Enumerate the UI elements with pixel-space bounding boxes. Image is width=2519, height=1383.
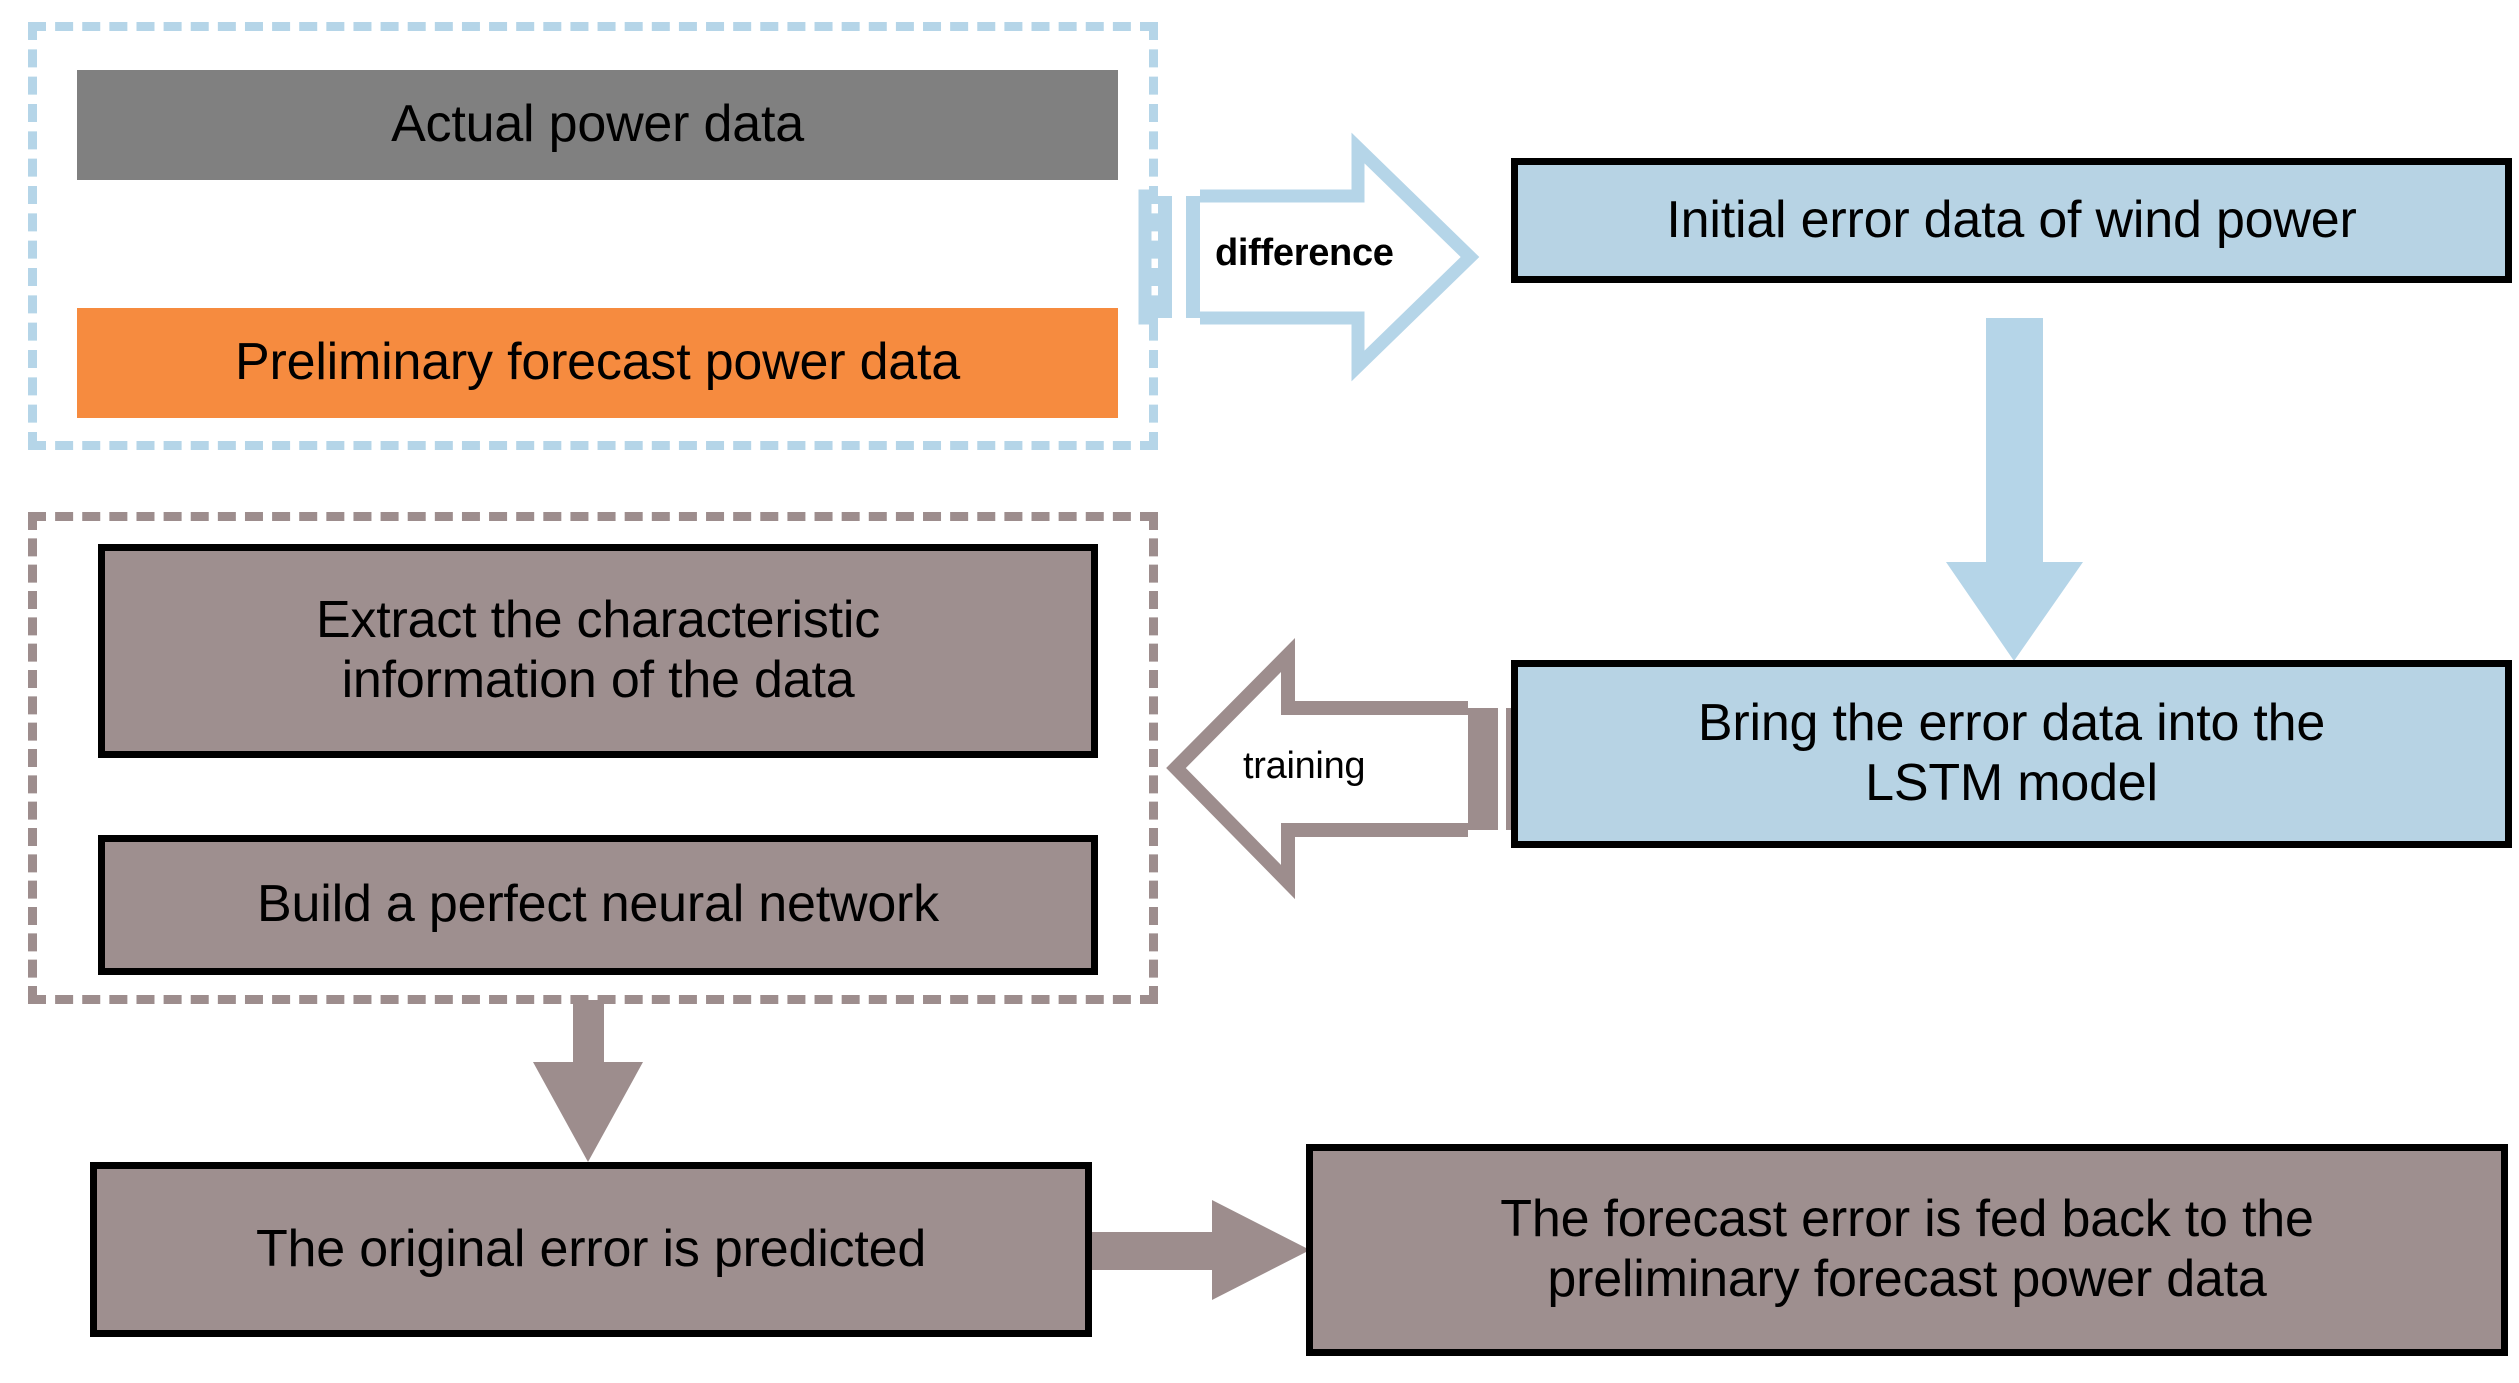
node-build-network: Build a perfect neural network <box>98 835 1098 975</box>
node-extract-features-label-line2: information of the data <box>341 651 855 709</box>
training-arrow-label: training <box>1243 745 1366 787</box>
node-actual-power-data: Actual power data <box>77 70 1118 180</box>
node-original-error-label: The original error is predicted <box>255 1219 927 1278</box>
node-lstm-model-label-line1: Bring the error data into the <box>1697 694 2326 753</box>
node-feedback: The forecast error is fed back to the pr… <box>1306 1144 2508 1356</box>
group-training-steps <box>28 512 1158 1004</box>
node-extract-features: Extract the characteristic information o… <box>98 544 1098 758</box>
node-lstm-model-label-line2: LSTM model <box>1865 754 2158 812</box>
node-original-error: The original error is predicted <box>90 1162 1092 1337</box>
difference-arrow-label: difference <box>1215 232 1394 274</box>
to-lstm-arrow-shape <box>1946 318 2083 661</box>
node-initial-error-data: Initial error data of wind power <box>1511 158 2512 283</box>
to-feedback-arrow-shape <box>1090 1200 1310 1300</box>
node-preliminary-forecast-label: Preliminary forecast power data <box>235 333 960 392</box>
node-preliminary-forecast: Preliminary forecast power data <box>77 308 1118 418</box>
node-lstm-model: Bring the error data into the LSTM model <box>1511 660 2512 848</box>
to-original-arrow-shape <box>533 1000 643 1162</box>
node-initial-error-data-label: Initial error data of wind power <box>1666 190 2357 249</box>
node-feedback-label-line2: preliminary forecast power data <box>1547 1250 2267 1308</box>
node-build-network-label: Build a perfect neural network <box>257 875 939 934</box>
node-feedback-label-line1: The forecast error is fed back to the <box>1500 1190 2314 1249</box>
node-actual-power-data-label: Actual power data <box>391 95 804 154</box>
node-extract-features-label-line1: Extract the characteristic <box>315 591 881 650</box>
